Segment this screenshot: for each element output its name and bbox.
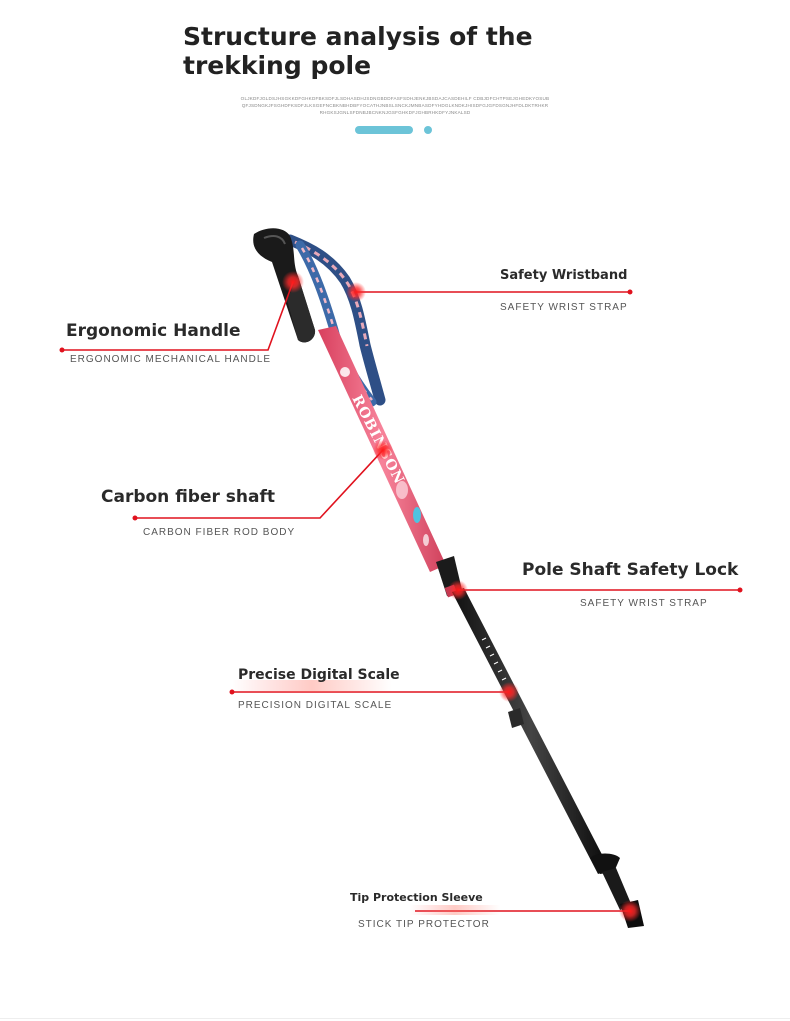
line-carbon-shaft bbox=[135, 449, 384, 519]
page-title: Structure analysis of the trekking pole bbox=[183, 22, 603, 80]
title-line-2: trekking pole bbox=[183, 51, 372, 80]
subtitle-text: OLJKDFJGLDSJHSGKKDFGHKDFBKSDFJLSDHASDHJS… bbox=[240, 96, 550, 115]
glow-band-tip bbox=[410, 905, 500, 915]
tip-sleeve-subtitle: STICK TIP PROTECTOR bbox=[358, 919, 490, 930]
callout-lines bbox=[62, 281, 740, 912]
carbon-shaft-title: Carbon fiber shaft bbox=[101, 487, 276, 507]
hotspot-lock bbox=[448, 580, 468, 600]
hotspot-shaft bbox=[373, 440, 393, 460]
lower-shaft bbox=[452, 588, 610, 874]
pager-dot[interactable] bbox=[424, 126, 432, 134]
safety-lock-subtitle: SAFETY WRIST STRAP bbox=[580, 598, 708, 609]
hotspot-glows bbox=[282, 271, 641, 922]
shaft-decor bbox=[340, 367, 429, 546]
hotspot-scale bbox=[499, 682, 519, 702]
carbon-shaft-subtitle: CARBON FIBER ROD BODY bbox=[143, 527, 296, 538]
hotspot-handle bbox=[282, 271, 304, 293]
scale-ticks bbox=[481, 637, 507, 681]
digital-scale-title: Precise Digital Scale bbox=[238, 667, 400, 683]
shaft-brand-text: ROBINSON bbox=[348, 393, 407, 488]
tip-sleeve-title: Tip Protection Sleeve bbox=[350, 891, 483, 904]
digital-scale-subtitle: PRECISION DIGITAL SCALE bbox=[238, 700, 393, 711]
ergonomic-handle-title: Ergonomic Handle bbox=[66, 321, 241, 341]
safety-wristband-subtitle: SAFETY WRIST STRAP bbox=[500, 302, 628, 313]
title-line-1: Structure analysis of the bbox=[183, 22, 533, 51]
line-ergonomic-handle bbox=[62, 281, 294, 351]
hotspot-wristband bbox=[346, 282, 366, 302]
middle-joint bbox=[508, 708, 524, 728]
pager-active-indicator[interactable] bbox=[355, 126, 413, 134]
bottom-divider bbox=[0, 1018, 790, 1019]
safety-wristband-title: Safety Wristband bbox=[500, 268, 628, 283]
glow-band-scale bbox=[232, 680, 392, 692]
hotspot-tip bbox=[619, 900, 641, 922]
ergonomic-handle-subtitle: ERGONOMIC MECHANICAL HANDLE bbox=[70, 354, 272, 365]
safety-lock-title: Pole Shaft Safety Lock bbox=[522, 560, 739, 580]
